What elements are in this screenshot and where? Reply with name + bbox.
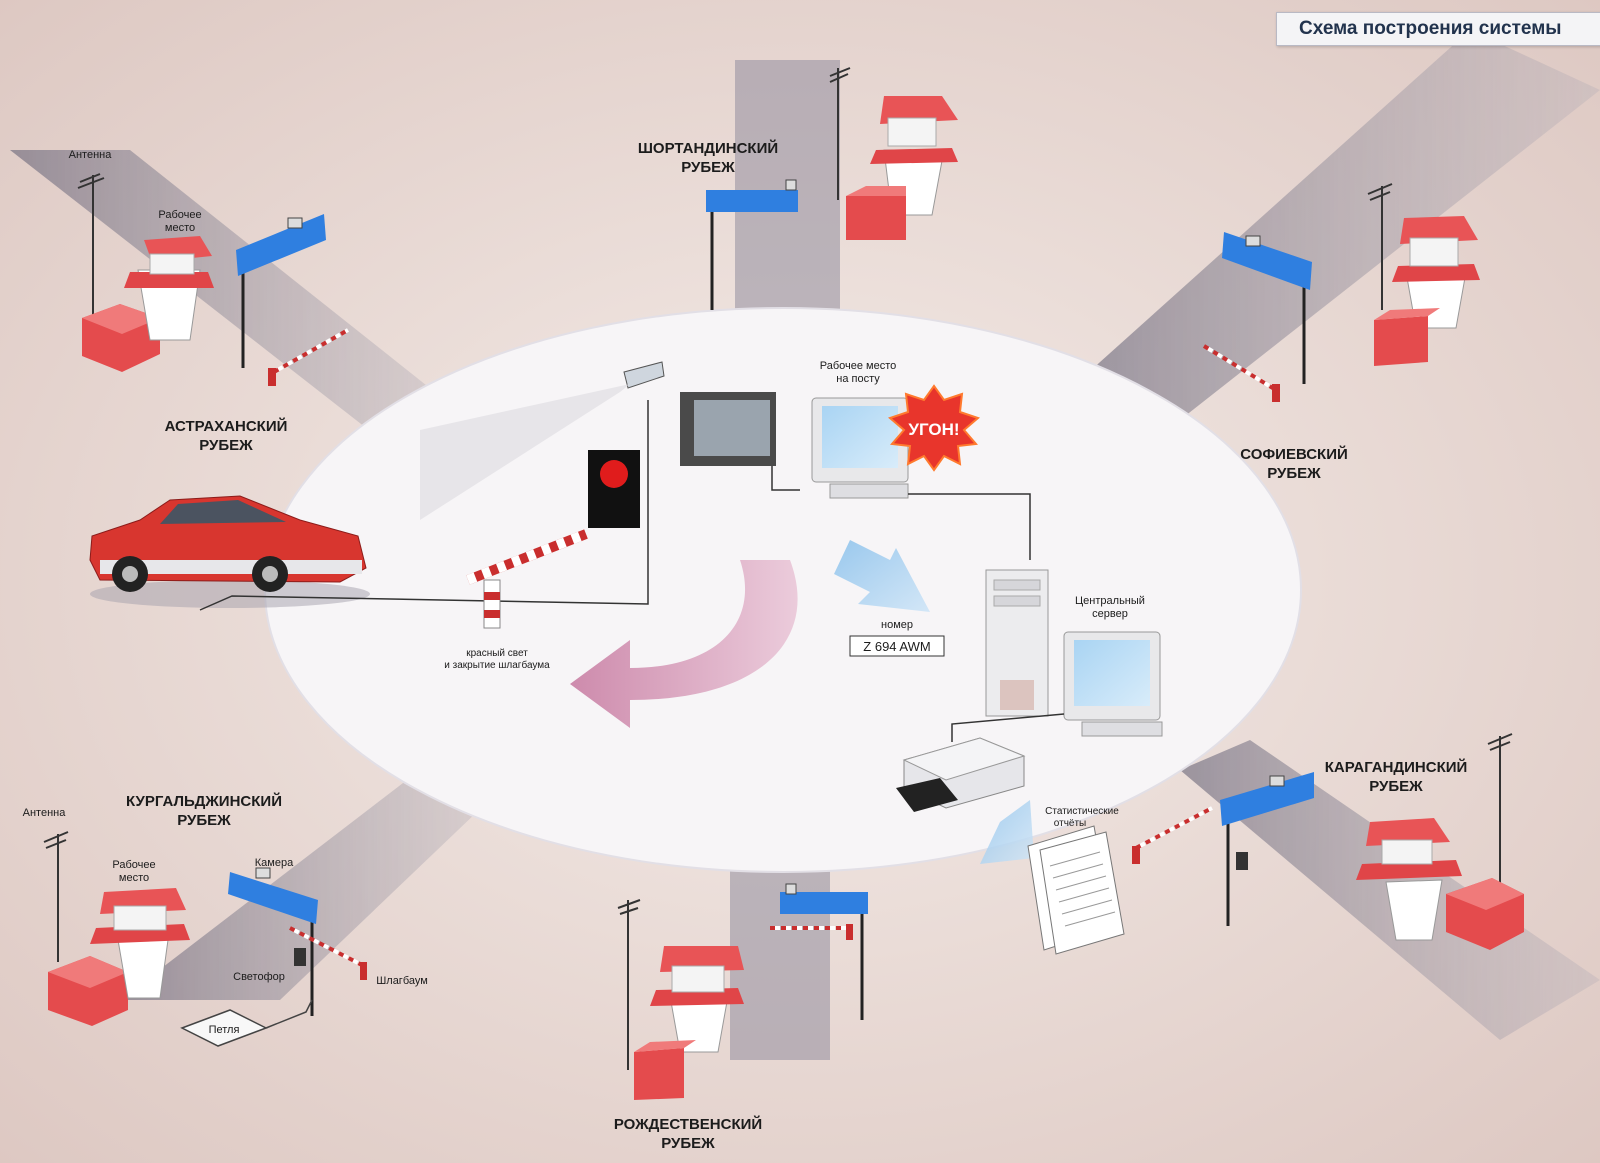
checkpoint-name: КУРГАЛЬДЖИНСКИЙ <box>126 792 282 810</box>
center-camera-icon <box>420 361 665 520</box>
red-light-label-2: и закрытие шлагбаума <box>444 659 550 671</box>
checkpoint-shortandy <box>706 67 958 310</box>
generator-box-icon <box>846 186 906 240</box>
alarm-burst-icon <box>888 384 980 472</box>
generator-box-icon <box>1446 878 1524 950</box>
barrier-icon <box>289 926 367 980</box>
flow-arrow-blue <box>834 540 1034 864</box>
workplace-label-2: место <box>165 222 195 234</box>
antenna-icon <box>77 173 105 315</box>
camera-pole-icon <box>780 883 868 1020</box>
printer-icon <box>896 737 1026 812</box>
barrier-icon <box>466 529 588 629</box>
booth-icon <box>870 96 958 216</box>
checkpoint-name: РОЖДЕСТВЕНСКИЙ <box>614 1115 762 1133</box>
camera-pole-icon <box>1222 232 1312 384</box>
checkpoint-name: РУБЕЖ <box>1267 465 1321 482</box>
central-server-label-1: Центральный <box>1075 595 1145 607</box>
antenna-label: Антенна <box>69 149 113 161</box>
reports-icon <box>1027 825 1125 955</box>
loop-label: Петля <box>209 1024 240 1036</box>
camera-pole-icon <box>228 867 318 1016</box>
checkpoint-korgalzhyn <box>43 831 367 1047</box>
traffic-light-icon <box>1236 852 1248 870</box>
checkpoint-astrakhan <box>77 173 349 386</box>
generator-box-icon <box>82 304 160 372</box>
barrier-icon <box>770 924 853 940</box>
alarm-text: УГОН! <box>908 420 959 439</box>
plate-box <box>849 635 945 657</box>
checkpoint-name: АСТРАХАНСКИЙ <box>165 417 288 435</box>
antenna-label: Антенна <box>23 807 67 819</box>
checkpoint-sofievka <box>1202 183 1480 402</box>
labels-layer: УГОН! Z 694 AWM номер красный свет и зак… <box>23 139 1468 1152</box>
booth-icon <box>650 946 744 1053</box>
generator-box-icon <box>634 1040 696 1100</box>
camera-pole-icon <box>236 214 326 368</box>
checkpoint-name: КАРАГАНДИНСКИЙ <box>1325 758 1468 776</box>
server-monitor-icon <box>1063 631 1163 737</box>
barrier-label: Шлагбаум <box>376 975 428 987</box>
central-server-label-2: сервер <box>1092 608 1128 620</box>
car-icon <box>89 495 370 608</box>
post-workplace-label-1: Рабочее место <box>820 360 897 372</box>
booth-icon <box>124 236 214 341</box>
server-tower-icon <box>985 569 1049 717</box>
generator-box-icon <box>1374 308 1440 366</box>
reports-label-2: отчёты <box>1054 818 1086 829</box>
antenna-icon <box>617 899 641 1070</box>
camera-label: Камера <box>255 857 294 869</box>
barrier-icon <box>1132 806 1213 864</box>
signal-line <box>771 466 800 491</box>
booth-icon <box>90 888 190 999</box>
reports-label-1: Статистические <box>1045 806 1119 817</box>
checkpoint-rozhdestvenka <box>617 883 868 1100</box>
barrier-icon <box>268 328 349 386</box>
traffic-light-icon <box>294 948 306 966</box>
post-monitor-icon <box>811 397 909 499</box>
checkpoint-name: РУБЕЖ <box>199 437 253 454</box>
antenna-icon <box>43 831 69 962</box>
workplace-label-2: место <box>119 872 149 884</box>
camera-pole-icon <box>706 179 798 310</box>
checkpoint-name: РУБЕЖ <box>681 159 735 176</box>
booth-icon <box>1356 818 1462 941</box>
post-workplace-label-2: на посту <box>836 373 880 385</box>
checkpoint-name: РУБЕЖ <box>177 812 231 829</box>
antenna-icon <box>829 67 851 200</box>
signal-line <box>908 493 1031 560</box>
generator-box-icon <box>48 956 128 1026</box>
barrier-icon <box>1202 344 1280 402</box>
signal-line <box>951 713 1065 742</box>
workplace-label-1: Рабочее <box>112 859 155 871</box>
traffic-light-icon <box>588 450 640 528</box>
camera-image-icon <box>680 392 776 466</box>
checkpoint-karaganda <box>1132 733 1524 950</box>
checkpoint-name: РУБЕЖ <box>1369 778 1423 795</box>
workplace-label-1: Рабочее <box>158 209 201 221</box>
diagram-title: Схема построения системы <box>1276 12 1600 46</box>
plate-text: Z 694 AWM <box>863 639 930 654</box>
antenna-icon <box>1367 183 1393 310</box>
antenna-icon <box>1487 733 1513 904</box>
loop-icon <box>180 999 313 1047</box>
checkpoint-name: СОФИЕВСКИЙ <box>1240 445 1348 463</box>
traffic-light-label: Светофор <box>233 971 285 983</box>
signal-line <box>199 400 649 611</box>
flow-arrow-pink <box>570 560 798 728</box>
number-label: номер <box>881 619 913 631</box>
checkpoint-name: РУБЕЖ <box>661 1135 715 1152</box>
checkpoint-name: ШОРТАНДИНСКИЙ <box>638 139 778 157</box>
red-light-label-1: красный свет <box>466 648 528 659</box>
camera-pole-icon <box>1220 772 1314 926</box>
